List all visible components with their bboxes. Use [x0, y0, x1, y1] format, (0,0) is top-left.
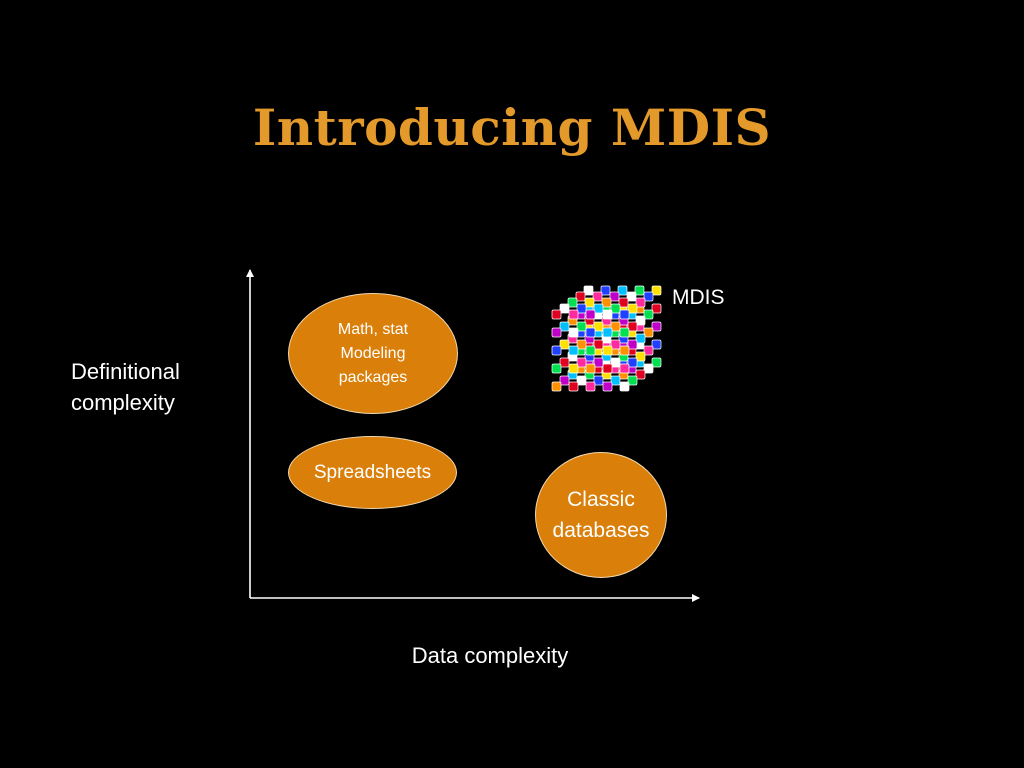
cube-block [568, 309, 579, 320]
cube-block [602, 345, 613, 356]
cube-block [567, 297, 578, 308]
cube-block [619, 363, 630, 374]
cube-block [559, 321, 570, 332]
math-stat-modeling-packages-bubble: Math, stat Modeling packages [288, 293, 458, 414]
mdis-label: MDIS [672, 286, 725, 309]
cube-block [559, 339, 570, 350]
cube-block [602, 381, 613, 392]
classic-databases-label: Classic databases [552, 488, 650, 542]
cube-block [602, 309, 613, 320]
cube-block [635, 297, 646, 308]
cube-block [551, 363, 562, 374]
cube-block [585, 327, 596, 338]
cube-block [551, 309, 562, 320]
cube-block [635, 351, 646, 362]
cube-block [627, 303, 638, 314]
cube-block [568, 363, 579, 374]
classic-databases-bubble: Classic databases [535, 452, 667, 578]
cube-block [583, 285, 594, 296]
y-axis-label: Definitional complexity [71, 359, 180, 415]
cube-block [618, 297, 629, 308]
cube-block [559, 357, 570, 368]
cube-block [601, 297, 612, 308]
cube-block [593, 303, 604, 314]
cube-block [600, 285, 611, 296]
cube-block [585, 381, 596, 392]
cube-block [610, 303, 621, 314]
cube-block [610, 321, 621, 332]
cube-block [626, 291, 637, 302]
cube-block [617, 285, 628, 296]
cube-block [610, 339, 621, 350]
cube-block [627, 339, 638, 350]
cube-block [635, 369, 646, 380]
cube-block [643, 363, 654, 374]
cube-block [651, 321, 662, 332]
cube-block [551, 381, 562, 392]
cube-block [651, 303, 662, 314]
cube-block [568, 327, 579, 338]
spreadsheets-label: Spreadsheets [313, 461, 432, 483]
cube-block [585, 345, 596, 356]
cube-block [576, 321, 587, 332]
cube-block [593, 321, 604, 332]
cube-block [559, 303, 570, 314]
cube-block [619, 381, 630, 392]
cube-block [593, 339, 604, 350]
cube-block [627, 375, 638, 386]
cube-block [643, 345, 654, 356]
cube-block [551, 345, 562, 356]
cube-block [568, 345, 579, 356]
cube-block [627, 321, 638, 332]
cube-block [619, 309, 630, 320]
cube-block [619, 327, 630, 338]
cube-block [651, 285, 662, 296]
cube-block [610, 375, 621, 386]
spreadsheets-bubble: Spreadsheets [288, 436, 457, 509]
cube-block [643, 309, 654, 320]
cube-block [635, 333, 646, 344]
cube-block [576, 303, 587, 314]
cube-block [651, 339, 662, 350]
cube-block [643, 291, 654, 302]
cube-block [576, 339, 587, 350]
math-stat-modeling-packages-label: Math, stat Modeling packages [337, 320, 409, 386]
slide-title: Introducing MDIS [252, 97, 772, 157]
multicolor-cube-icon [551, 285, 662, 392]
cube-block [568, 381, 579, 392]
cube-block [635, 315, 646, 326]
cube-block [634, 285, 645, 296]
cube-block [610, 357, 621, 368]
cube-block [602, 327, 613, 338]
cube-block [609, 291, 620, 302]
cube-block [576, 357, 587, 368]
cube-block [627, 357, 638, 368]
cube-block [585, 309, 596, 320]
x-axis-label: Data complexity [411, 643, 569, 668]
cube-block [593, 357, 604, 368]
cube-block [592, 291, 603, 302]
cube-block [575, 291, 586, 302]
cube-block [619, 345, 630, 356]
cube-block [651, 357, 662, 368]
cube-block [551, 327, 562, 338]
cube-block [643, 327, 654, 338]
cube-block [593, 375, 604, 386]
cube-block [559, 375, 570, 386]
cube-block [602, 363, 613, 374]
cube-block [585, 363, 596, 374]
cube-block [584, 297, 595, 308]
cube-block [576, 375, 587, 386]
